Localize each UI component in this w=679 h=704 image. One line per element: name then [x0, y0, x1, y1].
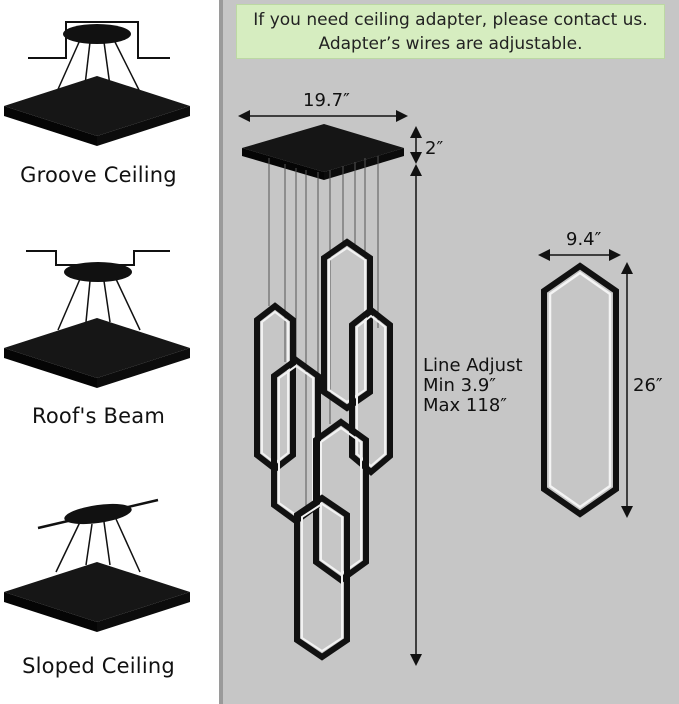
notice-line-1: If you need ceiling adapter, please cont… [253, 10, 648, 30]
line-adjust-title: Line Adjust [423, 355, 523, 376]
mounting-illustrations [4, 21, 190, 632]
ring-3 [349, 306, 393, 476]
panel-divider [219, 0, 223, 704]
single-ring-detail [541, 262, 619, 518]
line-adjust-min: Min 3.9″ [423, 375, 497, 396]
canopy-height-label: 2″ [425, 138, 444, 159]
ring-width-label: 9.4″ [566, 229, 602, 250]
sloped-ceiling-mount-icon [4, 498, 190, 632]
groove-ceiling-mount-icon [4, 21, 190, 146]
ring-height-label: 26″ [633, 375, 663, 396]
roof-beam-mount-icon [4, 250, 190, 388]
hexagon-rings [254, 238, 393, 661]
mount-label-groove: Groove Ceiling [20, 163, 177, 187]
notice-line-2: Adapter’s wires are adjustable. [318, 34, 583, 54]
line-adjust-label: Line Adjust Min 3.9″ Max 118″ [423, 356, 523, 416]
line-adjust-max: Max 118″ [423, 395, 508, 416]
mount-label-sloped: Sloped Ceiling [22, 654, 175, 678]
chandelier-canopy [242, 124, 404, 180]
mount-label-roof-beam: Roof's Beam [32, 404, 165, 428]
canopy-width-label: 19.7″ [303, 90, 350, 111]
ring-2 [321, 238, 373, 412]
adapter-notice: If you need ceiling adapter, please cont… [236, 4, 665, 59]
ring-6 [294, 494, 350, 661]
